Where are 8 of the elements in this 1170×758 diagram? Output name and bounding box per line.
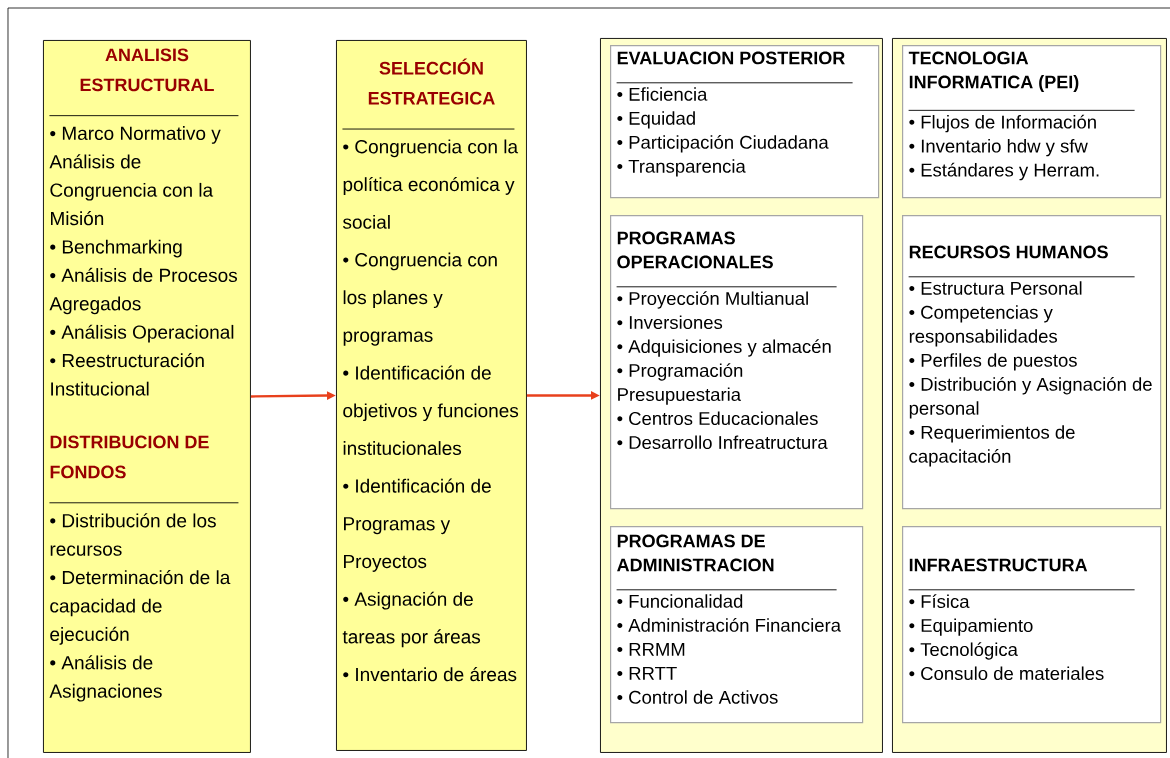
text-box: PROGRAMAS DE ADMINISTRACION • Funcionalidad • Administración Financiera • RRMM • RRTT • Control de Activos [610,526,864,724]
text-box: PROGRAMAS OPERACIONALES • Proyección Multianual • Inversiones • Adquisiciones y almacén • Programación Presupuestaria • Centros Educacionales • Desarrollo Infreatructura [610,215,864,510]
text-box: INFRAESTRUCTURA • Física • Equipamiento • Tecnológica • Consulo de materiales [902,526,1162,724]
process-box: SELECCIÓN ESTRATEGICA • Congruencia con la política económica y social • Congruencia con los planes y programas • Identificación de objetivos y funciones institucionales • Identificación de Programas y Proyectos • Asignación de tareas por áreas • Inventario de áreas [336,40,527,751]
process-box: ANALISIS ESTRUCTURAL • Marco Normativo y Análisis de Congruencia con la Misión • Benchmarking • Análisis de Procesos Agregados • Análisis Operacional • Reestructuración Institucional DISTRIBUCION DE FONDOS • Distribución de los recursos • Determinación de la capacidad de ejecución • Análisis de Asignaciones [43,40,251,753]
text-box: TECNOLOGIA INFORMATICA (PEI) • Flujos de Información • Inventario hdw y sfw • Estándares y Herram. [902,45,1162,199]
text-box: EVALUACION POSTERIOR • Eficiencia • Equidad • Participación Ciudadana • Transparencia [610,45,880,199]
text-box: RECURSOS HUMANOS • Estructura Personal • Competencias y responsabilidades • Perfiles de puestos • Distribución y Asignación de personal • Requerimientos de capacitación [902,215,1162,510]
